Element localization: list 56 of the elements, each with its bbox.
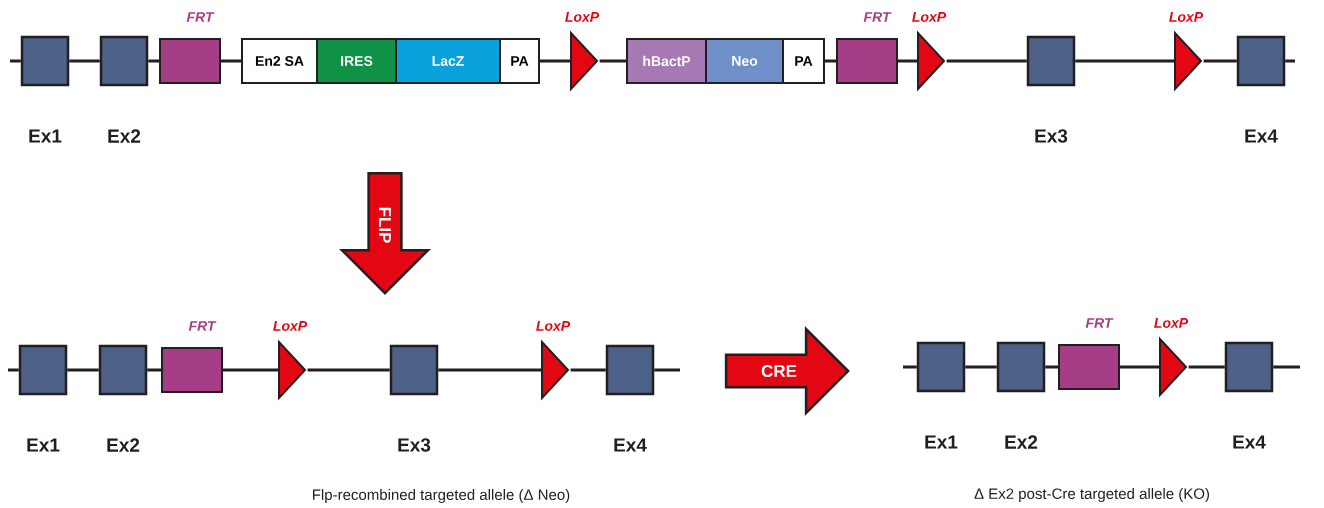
site-label: LoxP [536, 321, 571, 331]
dna-line [1120, 365, 1159, 369]
dna-line [1203, 59, 1237, 63]
site-label: FRT [188, 321, 217, 331]
dna-line [10, 59, 21, 63]
cassette-segment: Neo [705, 38, 784, 84]
dna-line [540, 59, 570, 63]
exon-label: Ex2 [108, 129, 141, 143]
site-label: LoxP [1154, 318, 1189, 328]
dna-line [148, 59, 159, 63]
dna-line [67, 368, 99, 372]
dna-line [1285, 59, 1295, 63]
dna-line [965, 365, 997, 369]
dna-line [221, 59, 241, 63]
dna-line [147, 368, 161, 372]
dna-line [438, 368, 541, 372]
dna-line [1273, 365, 1300, 369]
exon-label: Ex4 [1245, 129, 1278, 143]
dna-line [898, 59, 917, 63]
exon-label: Ex3 [398, 438, 431, 452]
dna-line [1075, 59, 1174, 63]
cassette-segment: PA [782, 38, 825, 84]
exon-label: Ex1 [925, 435, 958, 449]
site-label: LoxP [1169, 12, 1204, 22]
exon-label: Ex1 [29, 129, 62, 143]
exon-label: Ex2 [107, 438, 140, 452]
site-label: LoxP [273, 321, 308, 331]
dna-line [903, 365, 917, 369]
dna-line [223, 368, 278, 372]
site-label: FRT [186, 12, 215, 22]
allele-caption: Δ Ex2 post-Cre targeted allele (KO) [974, 488, 1209, 502]
site-label: LoxP [565, 12, 600, 22]
cassette-segment: PA [499, 38, 540, 84]
dna-line [69, 59, 100, 63]
exon-label: Ex2 [1005, 435, 1038, 449]
dna-line [307, 368, 390, 372]
cassette-segment: IRES [316, 38, 397, 84]
dna-line [654, 368, 680, 372]
dna-line [570, 368, 606, 372]
cassette-segment: hBactP [626, 38, 707, 84]
exon-label: Ex1 [27, 438, 60, 452]
exon-label: Ex4 [1233, 435, 1266, 449]
allele-caption: Flp-recombined targeted allele (Δ Neo) [313, 489, 570, 503]
dna-line [1045, 365, 1058, 369]
site-label: LoxP [912, 12, 947, 22]
exon-label: Ex3 [1035, 129, 1068, 143]
dna-line [8, 368, 19, 372]
site-label: FRT [863, 12, 892, 22]
exon-label: Ex4 [614, 438, 647, 452]
site-label: FRT [1085, 318, 1114, 328]
dna-line [825, 59, 836, 63]
dna-line [946, 59, 1027, 63]
cassette-segment: LacZ [395, 38, 501, 84]
cassette-segment: En2 SA [241, 38, 318, 84]
dna-line [1188, 365, 1225, 369]
dna-line [599, 59, 626, 63]
